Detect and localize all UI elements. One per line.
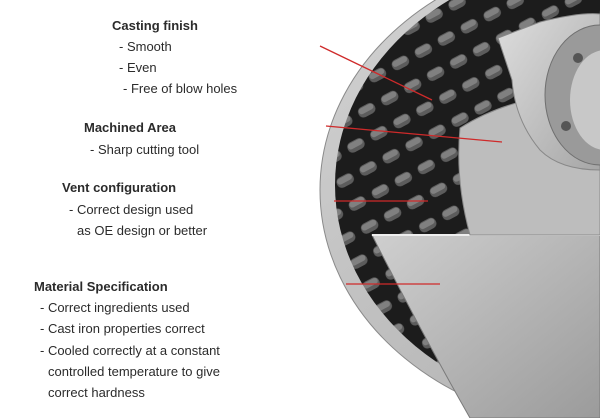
material-specification-heading: Material Specification (34, 279, 168, 294)
bolt-hole (561, 121, 571, 131)
bolt-hole (573, 53, 583, 63)
casting-finish-heading: Casting finish (112, 18, 198, 33)
material-item-cooled: - Cooled correctly at a constant (40, 343, 220, 358)
material-item-cast-iron: - Cast iron properties correct (40, 321, 205, 336)
machined-item-cutting-tool: - Sharp cutting tool (90, 142, 200, 157)
casting-item-blow-holes: - Free of blow holes (123, 81, 238, 96)
material-item-ingredients: - Correct ingredients used (40, 300, 190, 315)
material-item-temperature: controlled temperature to give (48, 364, 220, 379)
leader-line-machined (325, 125, 503, 143)
vent-item-correct-design: - Correct design used (69, 202, 194, 217)
casting-item-smooth: - Smooth (119, 39, 172, 54)
hub-bore-inner (570, 50, 600, 150)
material-item-hardness: correct hardness (48, 385, 145, 400)
vent-item-oe-design: as OE design or better (77, 223, 208, 238)
leader-line-casting (319, 45, 433, 101)
machined-area-heading: Machined Area (84, 120, 176, 135)
casting-item-even: - Even (119, 60, 157, 75)
vent-configuration-heading: Vent configuration (62, 180, 177, 195)
